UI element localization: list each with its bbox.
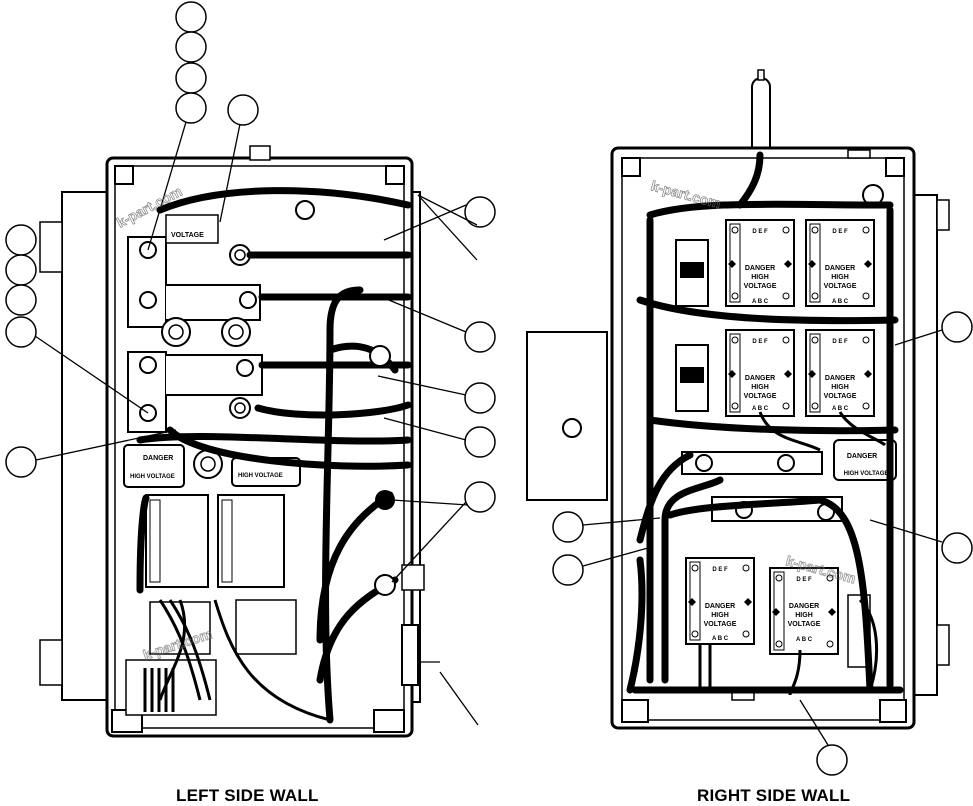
- plate-4-letters-bottom: A B C: [832, 406, 849, 412]
- plate-1-voltage: VOLTAGE: [744, 283, 777, 290]
- plate-2-danger: DANGER: [825, 265, 855, 272]
- plate-2-letters-top: D E F: [832, 229, 848, 235]
- plate-2-high: HIGH: [831, 274, 849, 281]
- plate-1-letters-bottom: A B C: [752, 299, 769, 305]
- plate-1-danger: DANGER: [745, 265, 775, 272]
- right-danger-label: DANGER: [847, 453, 877, 460]
- plate-5-danger: DANGER: [705, 603, 735, 610]
- plate-5-voltage: VOLTAGE: [704, 621, 737, 628]
- high-voltage-label-left: HIGH VOLTAGE: [130, 474, 175, 480]
- top-voltage-label: VOLTAGE: [171, 232, 204, 239]
- plate-2-voltage: VOLTAGE: [824, 283, 857, 290]
- right-callouts: [552, 311, 973, 776]
- plate-3-letters-top: D E F: [752, 339, 768, 345]
- plate-6-high: HIGH: [795, 612, 813, 619]
- plate-5-letters-top: D E F: [712, 567, 728, 573]
- plate-2-letters-bottom: A B C: [832, 299, 849, 305]
- plate-1-high: HIGH: [751, 274, 769, 281]
- high-voltage-label-right: HIGH VOLTAGE: [238, 473, 283, 479]
- right-high-voltage-label: HIGH VOLTAGE: [844, 471, 889, 477]
- plate-6-letters-bottom: A B C: [796, 637, 813, 643]
- plate-4-letters-top: D E F: [832, 339, 848, 345]
- plate-6-letters-top: D E F: [796, 577, 812, 583]
- left-side-wall-caption: LEFT SIDE WALL: [176, 786, 319, 805]
- right-side-wall-caption: RIGHT SIDE WALL: [697, 786, 851, 805]
- plate-5-letters-bottom: A B C: [712, 636, 729, 642]
- plate-3-voltage: VOLTAGE: [744, 393, 777, 400]
- plate-4-high: HIGH: [831, 384, 849, 391]
- left-callouts: [5, 1, 496, 513]
- left-leader-lines: [34, 121, 479, 726]
- right-leader-lines: [582, 329, 943, 746]
- left-side-wall: VOLTAGE DANGER HIGH VOLTAGE HIGH VOLTAGE: [39, 145, 425, 738]
- plate-5-high: HIGH: [711, 612, 729, 619]
- plate-3-danger: DANGER: [745, 375, 775, 382]
- plate-4-danger: DANGER: [825, 375, 855, 382]
- plate-6-danger: DANGER: [789, 603, 819, 610]
- plate-6-voltage: VOLTAGE: [788, 621, 821, 628]
- plate-1-letters-top: D E F: [752, 229, 768, 235]
- plate-3-high: HIGH: [751, 384, 769, 391]
- right-side-wall: DANGER HIGH VOLTAGE DANGER HIGH VOLTAGE …: [526, 69, 950, 730]
- danger-label-left: DANGER: [143, 455, 173, 462]
- plate-3-letters-bottom: A B C: [752, 406, 769, 412]
- plate-4-voltage: VOLTAGE: [824, 393, 857, 400]
